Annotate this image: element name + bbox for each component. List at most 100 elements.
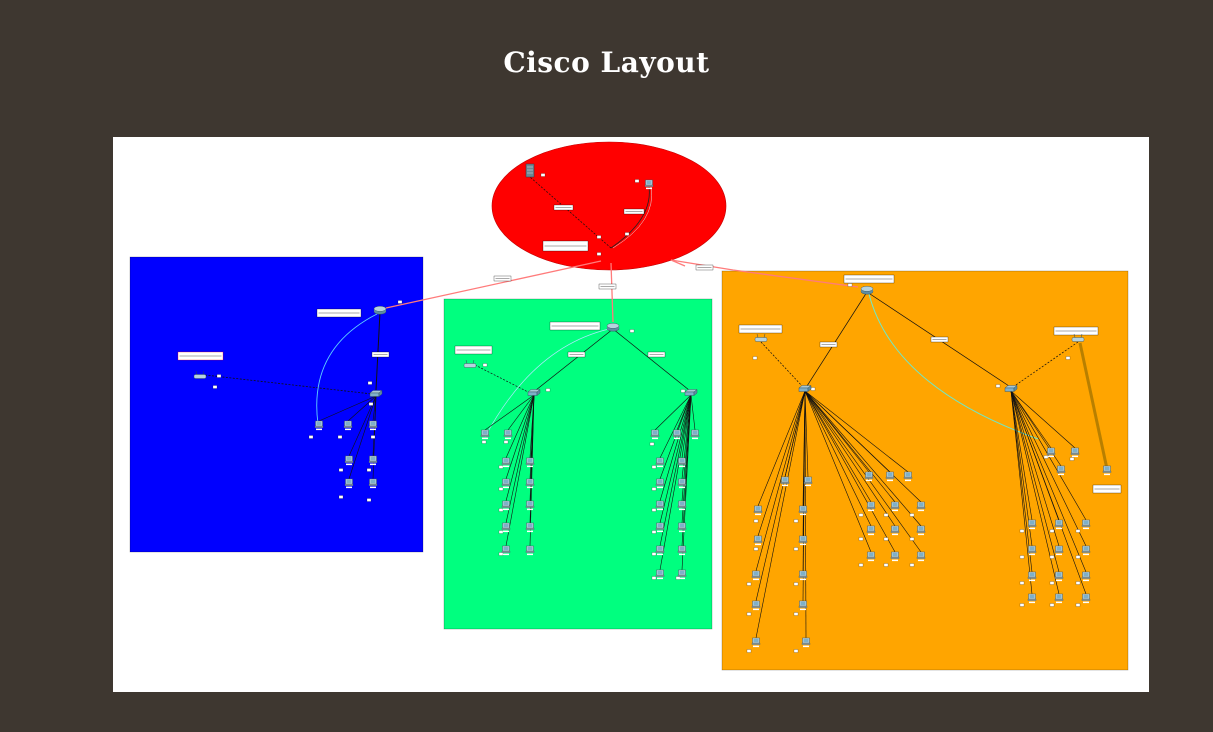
orange-pc-icon[interactable] xyxy=(1046,447,1056,458)
green-pc-icon[interactable] xyxy=(677,500,687,511)
green-pc-icon[interactable] xyxy=(501,457,511,468)
orange-pc-icon[interactable] xyxy=(890,525,900,536)
blue-pc-icon[interactable] xyxy=(344,478,354,489)
green-pc-icon[interactable] xyxy=(690,429,700,440)
ap-antenna xyxy=(763,333,766,338)
core-server-icon[interactable] xyxy=(525,163,535,178)
orange-pc-icon[interactable] xyxy=(801,637,811,648)
orange-access-point-icon[interactable] xyxy=(1071,333,1085,342)
orange-pc-icon[interactable] xyxy=(798,600,808,611)
orange-pc-icon[interactable] xyxy=(1081,545,1091,556)
orange-router-icon[interactable] xyxy=(860,286,874,295)
orange-pc-icon[interactable] xyxy=(1054,519,1064,530)
green-pc-icon[interactable] xyxy=(503,429,513,440)
blue-pc-icon[interactable] xyxy=(343,420,353,431)
green-pc-icon[interactable] xyxy=(525,457,535,468)
orange-pc-icon[interactable] xyxy=(798,505,808,516)
core-laptop-icon[interactable] xyxy=(644,179,654,190)
green-pc-icon[interactable] xyxy=(677,522,687,533)
orange-pc-icon[interactable] xyxy=(780,476,790,487)
orange-pc-icon[interactable] xyxy=(1027,519,1037,530)
orange-pc-icon[interactable] xyxy=(751,600,761,611)
orange-pc-icon[interactable] xyxy=(1054,545,1064,556)
orange-pc-icon[interactable] xyxy=(1027,545,1037,556)
orange-switch-icon[interactable] xyxy=(798,385,812,392)
pc-display xyxy=(868,502,874,507)
green-pc-icon[interactable] xyxy=(525,522,535,533)
green-pc-icon[interactable] xyxy=(525,545,535,556)
blue-pc-icon[interactable] xyxy=(368,455,378,466)
green-pc-icon[interactable] xyxy=(677,569,687,580)
orange-pc-icon[interactable] xyxy=(916,551,926,562)
green-pc-icon[interactable] xyxy=(655,500,665,511)
blue-pc-icon[interactable] xyxy=(368,420,378,431)
orange-pc-icon[interactable] xyxy=(1027,571,1037,582)
orange-laptop-icon[interactable] xyxy=(1102,465,1112,476)
orange-pc-icon[interactable] xyxy=(798,535,808,546)
orange-pc-icon[interactable] xyxy=(1054,571,1064,582)
orange-pc-icon[interactable] xyxy=(753,535,763,546)
green-pc-icon[interactable] xyxy=(677,478,687,489)
green-pc-icon[interactable] xyxy=(655,522,665,533)
blue-pc-icon[interactable] xyxy=(368,478,378,489)
green-router-icon[interactable] xyxy=(606,323,620,332)
pc-display xyxy=(679,458,685,463)
green-pc-icon[interactable] xyxy=(655,457,665,468)
green-pc-icon[interactable] xyxy=(501,522,511,533)
green-pc-icon[interactable] xyxy=(525,478,535,489)
green-pc-icon[interactable] xyxy=(672,429,682,440)
orange-pc-icon[interactable] xyxy=(1081,519,1091,530)
green-pc-icon[interactable] xyxy=(501,500,511,511)
orange-pc-link xyxy=(1010,390,1060,573)
pc-label xyxy=(482,437,488,440)
orange-pc-icon[interactable] xyxy=(916,501,926,512)
orange-pc-icon[interactable] xyxy=(864,471,874,482)
green-pc-icon[interactable] xyxy=(501,545,511,556)
orange-pc-icon[interactable] xyxy=(798,570,808,581)
orange-pc-icon[interactable] xyxy=(890,501,900,512)
orange-pc-icon[interactable] xyxy=(751,637,761,648)
green-pc-icon[interactable] xyxy=(677,545,687,556)
green-pc-icon[interactable] xyxy=(480,429,490,440)
blue-switch-icon[interactable] xyxy=(369,390,383,397)
orange-pc-icon[interactable] xyxy=(890,551,900,562)
green-switch-icon[interactable] xyxy=(684,389,698,396)
green-pc-icon[interactable] xyxy=(655,478,665,489)
green-pc-icon[interactable] xyxy=(655,569,665,580)
ap-body xyxy=(463,363,477,368)
blue-router-icon[interactable] xyxy=(373,306,387,315)
green-pc-icon[interactable] xyxy=(525,500,535,511)
orange-pc-icon[interactable] xyxy=(803,476,813,487)
green-pc-icon[interactable] xyxy=(655,545,665,556)
orange-switch-icon[interactable] xyxy=(1004,385,1018,392)
pc-label xyxy=(505,437,511,440)
blue-access-point-icon[interactable] xyxy=(193,370,207,379)
pc-label xyxy=(679,577,685,580)
orange-pc-icon[interactable] xyxy=(1054,593,1064,604)
blue-pc-icon[interactable] xyxy=(314,420,324,431)
pc-label xyxy=(800,608,806,611)
blue-pc-icon[interactable] xyxy=(344,455,354,466)
orange-pc-icon[interactable] xyxy=(753,505,763,516)
green-pc-icon[interactable] xyxy=(650,429,660,440)
orange-pc-icon[interactable] xyxy=(903,471,913,482)
orange-pc-icon[interactable] xyxy=(866,525,876,536)
orange-port-label xyxy=(793,649,799,653)
green-pc-icon[interactable] xyxy=(501,478,511,489)
orange-pc-icon[interactable] xyxy=(866,551,876,562)
orange-access-point-icon[interactable] xyxy=(754,333,768,342)
orange-pc-icon[interactable] xyxy=(1081,571,1091,582)
orange-pc-icon[interactable] xyxy=(1081,593,1091,604)
orange-pc-icon[interactable] xyxy=(885,471,895,482)
pc-label xyxy=(1104,473,1110,476)
orange-pc-icon[interactable] xyxy=(916,525,926,536)
green-access-point-icon[interactable] xyxy=(463,359,477,368)
orange-pc-icon[interactable] xyxy=(1070,447,1080,458)
green-port-label xyxy=(498,487,504,491)
orange-pc-icon[interactable] xyxy=(1027,593,1037,604)
green-pc-icon[interactable] xyxy=(677,457,687,468)
orange-pc-icon[interactable] xyxy=(751,570,761,581)
orange-pc-icon[interactable] xyxy=(1056,465,1066,476)
green-switch-icon[interactable] xyxy=(527,389,541,396)
orange-pc-icon[interactable] xyxy=(866,501,876,512)
